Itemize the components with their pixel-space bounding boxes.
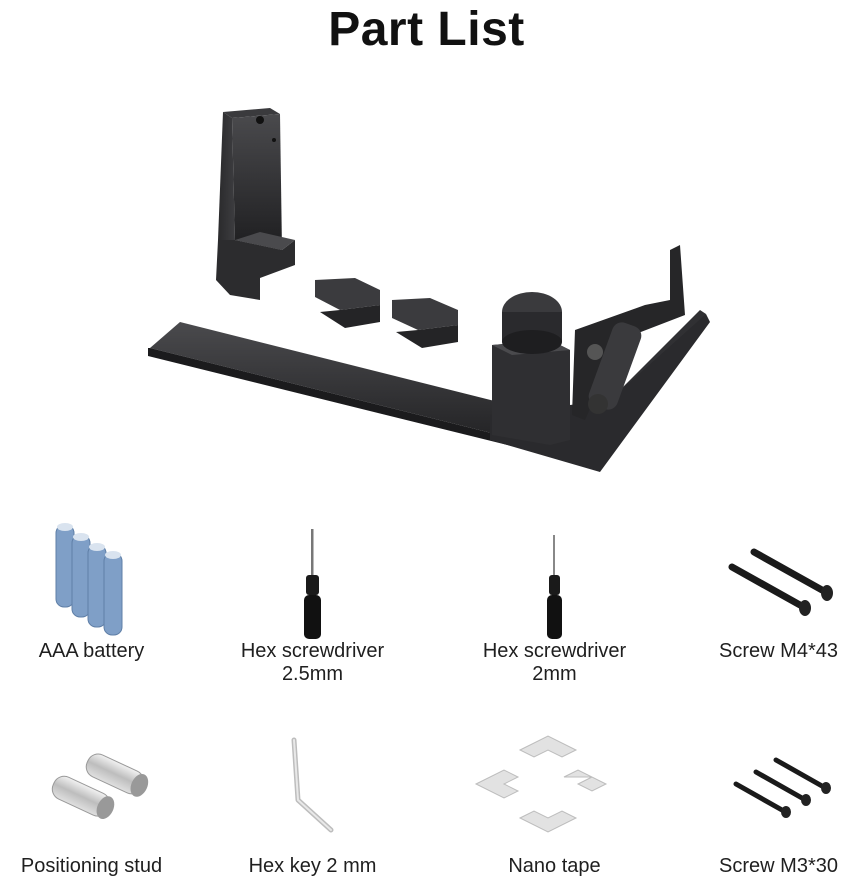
part-label: Hex screwdriver 2.5mm xyxy=(240,640,385,685)
screw-m4-icon xyxy=(728,548,833,616)
hex-screwdriver-small-icon xyxy=(547,535,562,639)
part-hex-screwdriver-2mm: Hex screwdriver 2mm xyxy=(448,515,661,686)
part-screw-m3-30: Screw M3*30 xyxy=(672,730,853,878)
part-positioning-stud: Positioning stud xyxy=(0,730,198,878)
part-label: Screw M4*43 xyxy=(719,640,838,662)
part-label: Hex screwdriver 2mm xyxy=(482,640,627,685)
positioning-stud-icon xyxy=(51,753,149,819)
part-hex-key-2mm: Hex key 2 mm xyxy=(206,730,419,878)
part-hex-screwdriver-2-5mm: Hex screwdriver 2.5mm xyxy=(206,515,419,686)
positioning-kit-assembly-image xyxy=(148,108,710,472)
aaa-battery-icon xyxy=(55,523,123,636)
part-label: Screw M3*30 xyxy=(719,855,838,877)
corner-block-right xyxy=(392,298,458,348)
part-label: AAA battery xyxy=(38,640,145,662)
part-screw-m4-43: Screw M4*43 xyxy=(672,515,853,663)
screw-m3-icon xyxy=(733,757,831,818)
roller-block xyxy=(492,292,570,445)
part-label: Nano tape xyxy=(508,855,601,877)
hex-screwdriver-icon xyxy=(304,529,321,639)
part-label: Hex key 2 mm xyxy=(248,855,377,877)
clamp-arm xyxy=(572,245,685,420)
part-aaa-battery: AAA battery xyxy=(0,515,198,663)
hex-key-icon xyxy=(291,737,334,833)
part-label: Positioning stud xyxy=(20,855,163,877)
vertical-bracket xyxy=(216,108,295,300)
corner-block-left xyxy=(315,278,380,328)
nano-tape-icon xyxy=(474,735,608,833)
part-nano-tape: Nano tape xyxy=(448,730,661,878)
page-title: Part List xyxy=(328,3,525,56)
